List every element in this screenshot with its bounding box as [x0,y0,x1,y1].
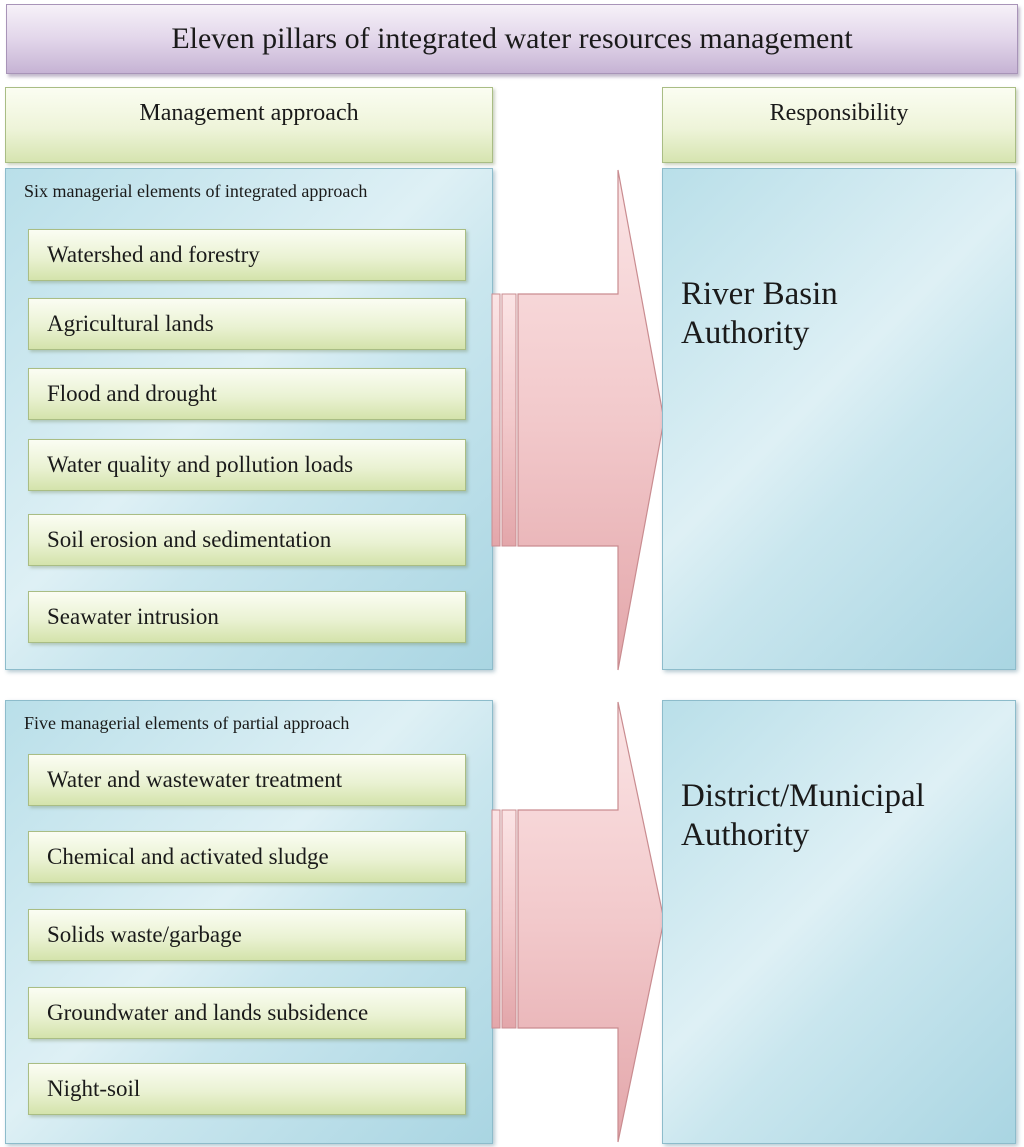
integrated-approach-label: Six managerial elements of integrated ap… [24,181,368,201]
header-responsibility: Responsibility [662,87,1016,163]
river-basin-authority-line2: Authority [681,315,810,351]
arrow-to-river-basin [491,169,665,671]
element-box: Night-soil [28,1063,466,1115]
element-box: Chemical and activated sludge [28,831,466,883]
arrow-to-district-municipal [491,701,665,1143]
element-box: Groundwater and lands subsidence [28,987,466,1039]
district-municipal-authority-panel: District/Municipal Authority [662,700,1016,1144]
river-basin-authority-line1: River Basin [681,276,838,312]
partial-approach-panel: Five managerial elements of partial appr… [5,700,493,1144]
partial-approach-label: Five managerial elements of partial appr… [24,713,350,733]
element-box: Soil erosion and sedimentation [28,514,466,566]
river-basin-authority-panel: River Basin Authority [662,168,1016,670]
element-box: Water and wastewater treatment [28,754,466,806]
element-box: Watershed and forestry [28,229,466,281]
element-box: Agricultural lands [28,298,466,350]
integrated-approach-panel: Six managerial elements of integrated ap… [5,168,493,670]
diagram-title: Eleven pillars of integrated water resou… [6,4,1018,74]
element-box: Solids waste/garbage [28,909,466,961]
header-management-approach: Management approach [5,87,493,163]
element-box: Flood and drought [28,368,466,420]
element-box: Water quality and pollution loads [28,439,466,491]
district-municipal-authority-line2: Authority [681,817,810,853]
district-municipal-authority-line1: District/Municipal [681,778,925,814]
element-box: Seawater intrusion [28,591,466,643]
